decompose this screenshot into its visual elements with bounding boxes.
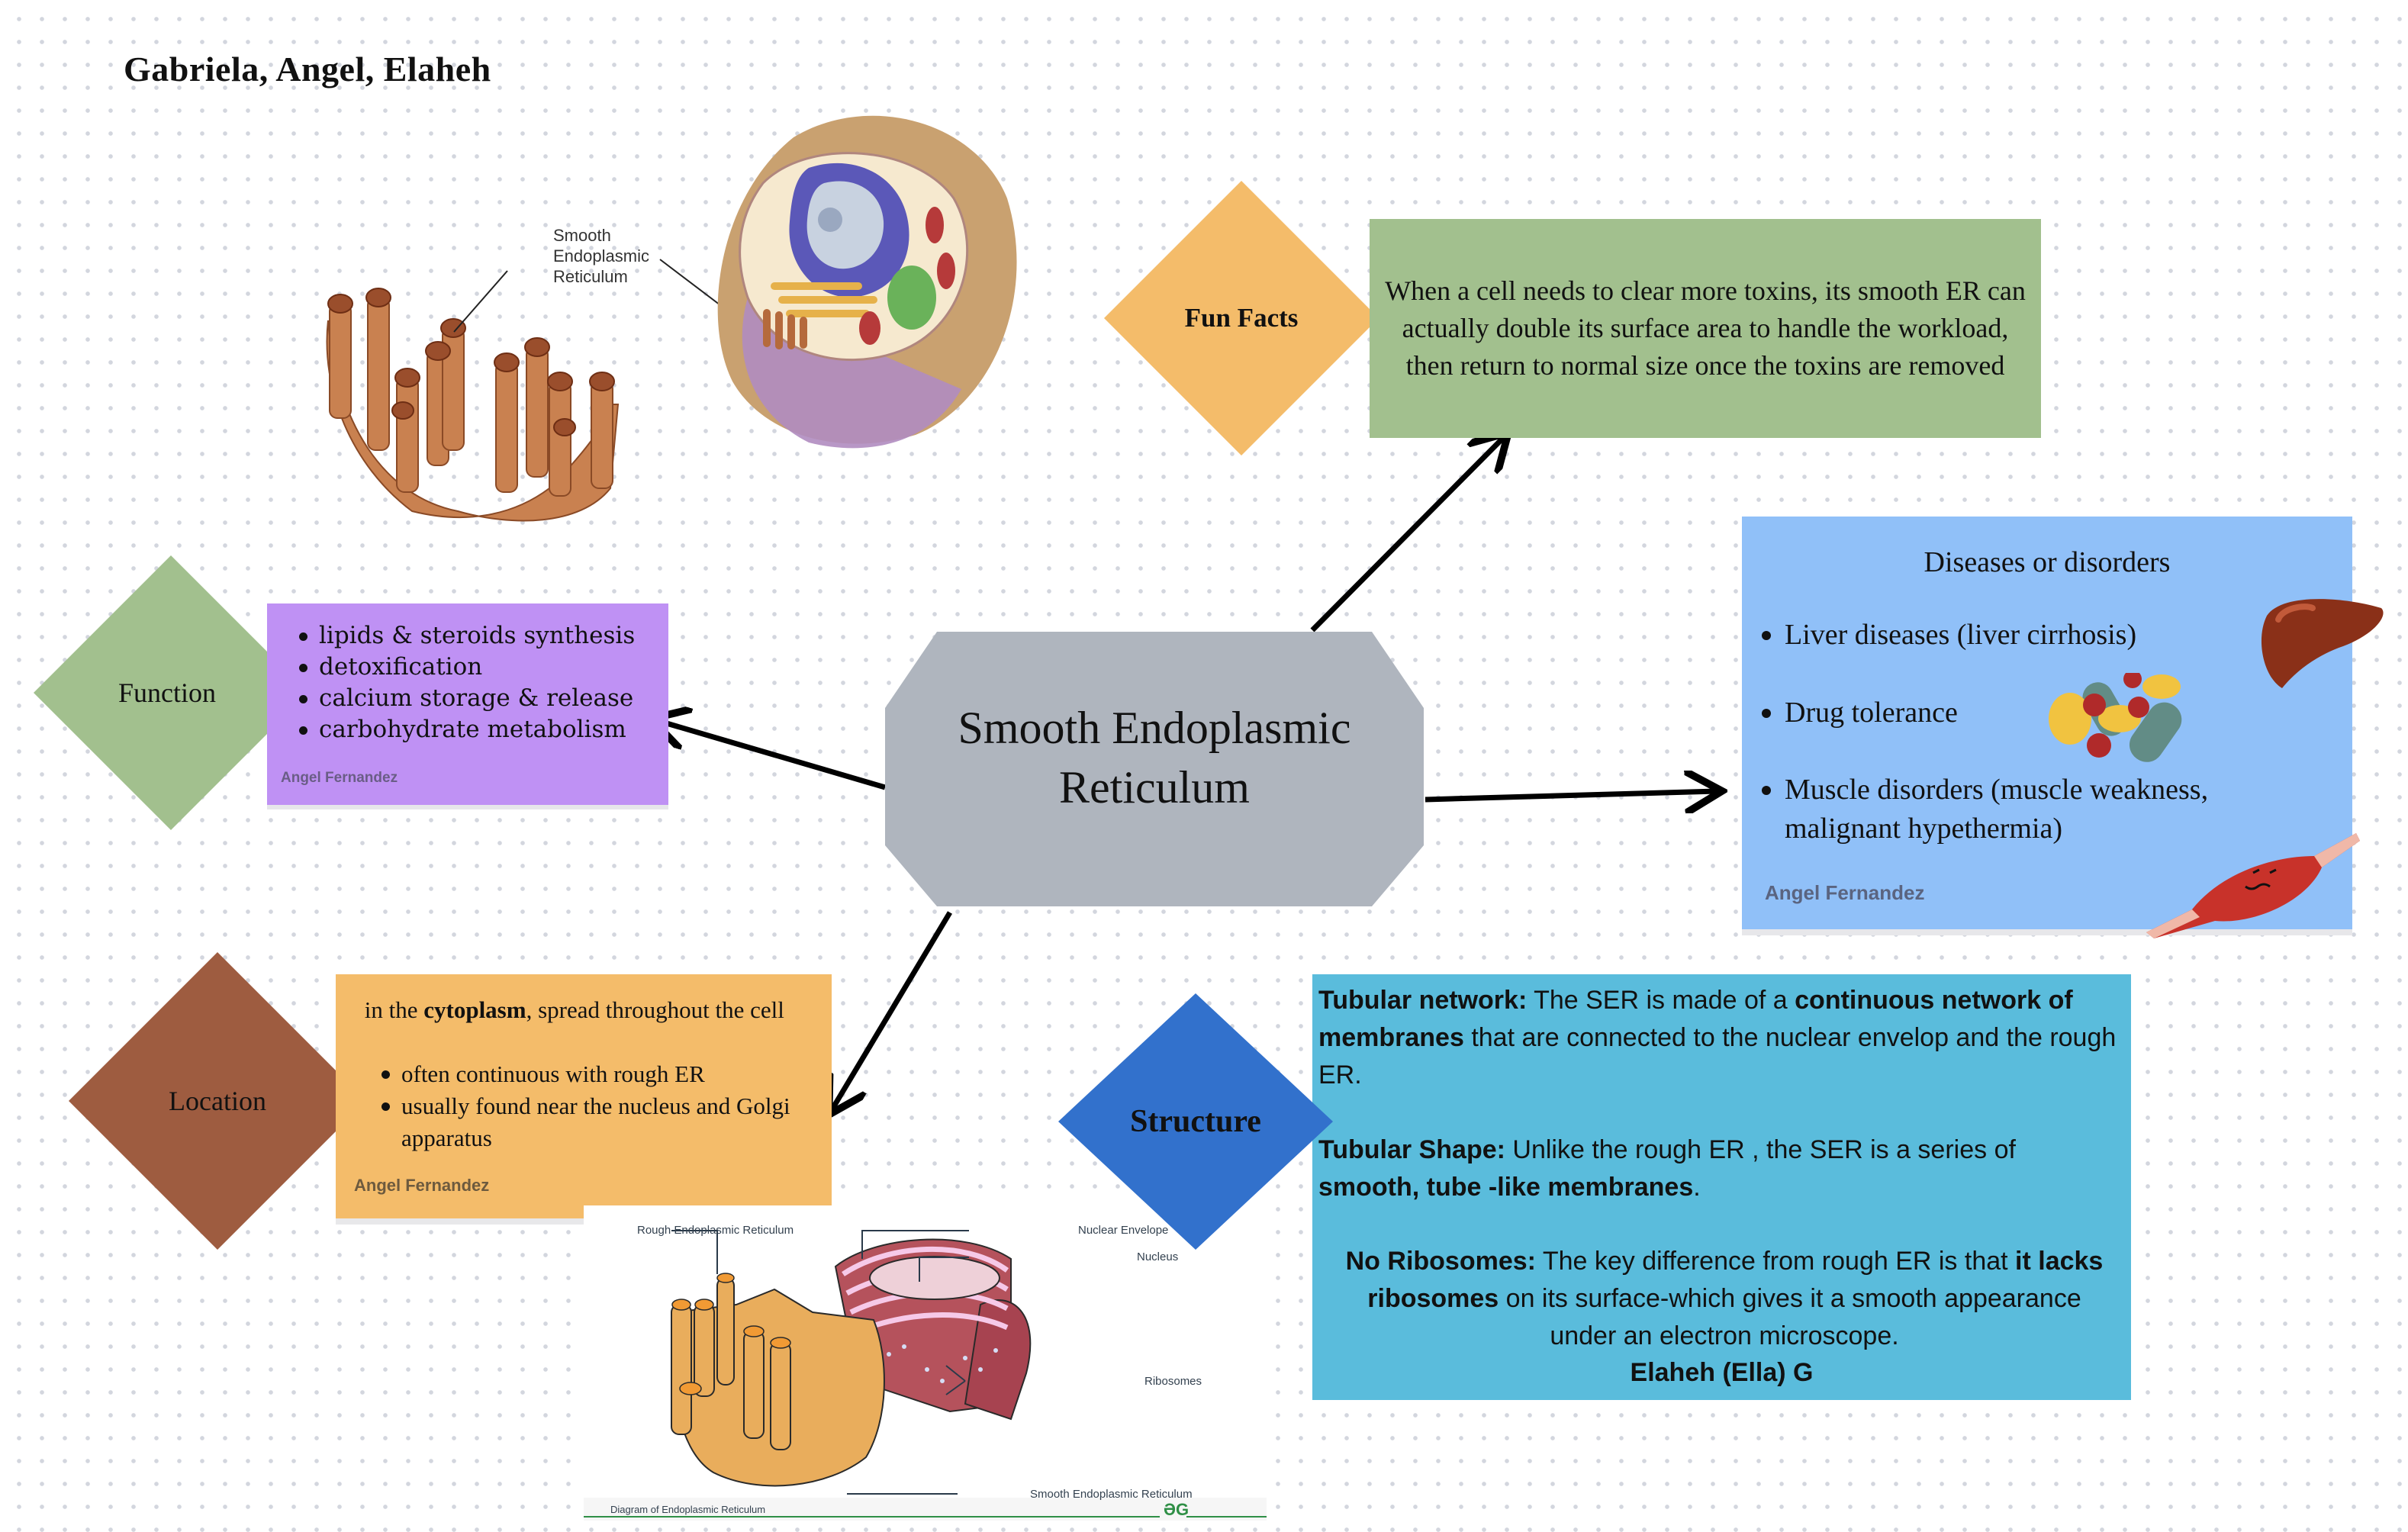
structure-tubular-shape: Tubular Shape: Unlike the rough ER , the… bbox=[1318, 1135, 2016, 1202]
arrow-to-diseases bbox=[1425, 791, 1717, 800]
central-topic-label: Smooth Endoplasmic Reticulum bbox=[885, 632, 1424, 906]
ser-label-line1: Smooth bbox=[553, 226, 611, 245]
fun-facts-title: Fun Facts bbox=[1184, 303, 1299, 333]
liver-icon bbox=[2261, 599, 2384, 688]
location-list: often continuous with rough ER usually f… bbox=[378, 1058, 821, 1154]
central-topic-line1: Smooth Endoplasmic bbox=[958, 703, 1351, 753]
octagon-shape bbox=[885, 632, 1424, 906]
function-author: Angel Fernandez bbox=[281, 770, 398, 786]
er-diagram: Rough Endoplasmic Reticulum Nuclear Enve… bbox=[584, 1205, 1267, 1526]
muscle-icon bbox=[2146, 833, 2360, 938]
structure-box: Tubular network: The SER is made of a co… bbox=[1312, 974, 2131, 1400]
ser-label-line3: Reticulum bbox=[553, 267, 628, 286]
arrow-to-location bbox=[832, 911, 953, 1110]
label-smooth-er: Smooth Endoplasmic Reticulum bbox=[1030, 1488, 1193, 1501]
structure-title: Structure bbox=[1130, 1104, 1261, 1139]
central-topic-line2: Reticulum bbox=[1059, 762, 1250, 813]
geeksforgeeks-logo: ƏG bbox=[1164, 1500, 1190, 1519]
animal-cell-icon bbox=[326, 115, 1017, 522]
location-author: Angel Fernandez bbox=[354, 1176, 490, 1195]
er-diagram-caption: Diagram of Endoplasmic Reticulum bbox=[610, 1504, 766, 1515]
location-intro-suffix: , spread throughout the cell bbox=[526, 996, 784, 1023]
diseases-author: Angel Fernandez bbox=[1765, 881, 1925, 904]
structure-author: Elaheh (Ella) G bbox=[1630, 1358, 1814, 1387]
label-nucleus: Nucleus bbox=[1137, 1250, 1179, 1263]
function-item: detoxification bbox=[296, 652, 635, 683]
function-list: lipids & steroids synthesis detoxificati… bbox=[296, 620, 635, 745]
label-nuclear-envelope: Nuclear Envelope bbox=[1078, 1224, 1169, 1237]
function-item: calcium storage & release bbox=[296, 683, 635, 714]
location-diamond[interactable]: Location bbox=[69, 952, 366, 1250]
fun-facts-box: When a cell needs to clear more toxins, … bbox=[1370, 219, 2041, 438]
function-title: Function bbox=[118, 677, 216, 708]
location-intro-bold: cytoplasm bbox=[423, 996, 526, 1023]
diseases-title: Diseases or disorders bbox=[1924, 546, 2171, 578]
label-ribosomes: Ribosomes bbox=[1144, 1375, 1202, 1388]
structure-diamond[interactable]: Structure bbox=[1058, 993, 1333, 1250]
diseases-box: Diseases or disorders Liver diseases (li… bbox=[1742, 517, 2384, 938]
location-item: usually found near the nucleus and Golgi… bbox=[378, 1090, 821, 1154]
function-item: carbohydrate metabolism bbox=[296, 714, 635, 745]
arrow-to-function bbox=[656, 720, 886, 790]
ser-label-line2: Endoplasmic bbox=[553, 246, 649, 266]
location-intro-prefix: in the bbox=[364, 996, 424, 1023]
location-title: Location bbox=[169, 1086, 266, 1116]
central-topic[interactable]: Smooth Endoplasmic Reticulum bbox=[885, 632, 1424, 906]
location-item: often continuous with rough ER bbox=[378, 1058, 821, 1090]
disease-item: Drug tolerance bbox=[1762, 694, 1958, 732]
arrow-to-fun-facts bbox=[1310, 436, 1505, 632]
structure-tubular-network: Tubular network: The SER is made of a co… bbox=[1318, 986, 2117, 1089]
fun-facts-text: When a cell needs to clear more toxins, … bbox=[1385, 275, 2026, 381]
disease-item: Muscle disorders (muscle weakness, malig… bbox=[1762, 771, 2273, 848]
endoplasmic-reticulum-icon bbox=[584, 1230, 1267, 1521]
label-rough-er: Rough Endoplasmic Reticulum bbox=[637, 1224, 794, 1237]
authors-title: Gabriela, Angel, Elaheh bbox=[124, 50, 491, 89]
pills-icon bbox=[2049, 673, 2182, 762]
structure-no-ribosomes: No Ribosomes: The key difference from ro… bbox=[1345, 1247, 2104, 1350]
function-diamond[interactable]: Function bbox=[34, 555, 308, 830]
function-box: lipids & steroids synthesis detoxificati… bbox=[267, 603, 668, 805]
fun-facts-diamond[interactable]: Fun Facts bbox=[1104, 181, 1379, 455]
location-box: in the cytoplasm, spread throughout the … bbox=[336, 974, 832, 1218]
function-item: lipids & steroids synthesis bbox=[296, 620, 635, 652]
disease-item: Liver diseases (liver cirrhosis) bbox=[1761, 616, 2136, 655]
location-intro: in the cytoplasm, spread throughout the … bbox=[359, 994, 816, 1026]
cell-illustration: Smooth Endoplasmic Reticulum bbox=[320, 99, 1038, 526]
